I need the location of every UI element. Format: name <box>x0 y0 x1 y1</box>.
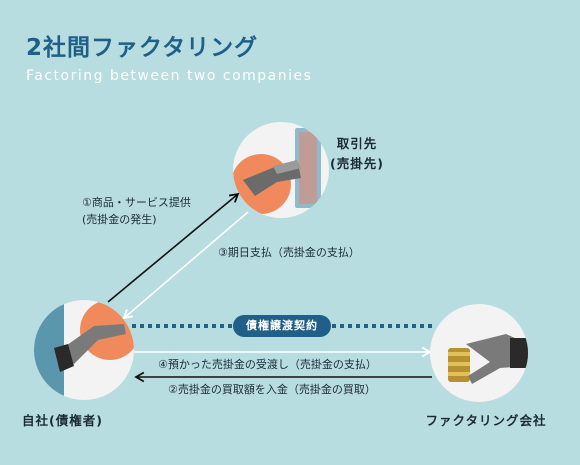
arrow-payment-due <box>122 211 249 320</box>
flow-label-service: ①商品・サービス提供 (売掛金の発生) <box>82 196 191 226</box>
self-label: 自社(債権者) <box>22 413 103 428</box>
coins-hand-icon <box>448 334 528 384</box>
page-title: 2社間ファクタリング <box>26 35 259 61</box>
factoring-label: ファクタリング会社 <box>425 413 547 428</box>
page-subtitle: Factoring between two companies <box>26 68 313 84</box>
flow-label-transfer: ④預かった売掛金の受渡し（売掛金の支払） <box>158 358 377 371</box>
arrow-service <box>107 192 240 303</box>
flow-label-payment-due: ③期日支払（売掛金の支払） <box>218 246 360 259</box>
factoring-image <box>430 304 528 402</box>
laptop-hand-icon <box>233 128 321 214</box>
client-image <box>233 122 329 218</box>
contract-badge: 債権譲渡契約 <box>233 315 331 337</box>
flow-label-purchase: ②売掛金の買取額を入金（売掛金の買取） <box>168 383 376 396</box>
client-label: 取引先 (売掛先) <box>330 136 384 171</box>
